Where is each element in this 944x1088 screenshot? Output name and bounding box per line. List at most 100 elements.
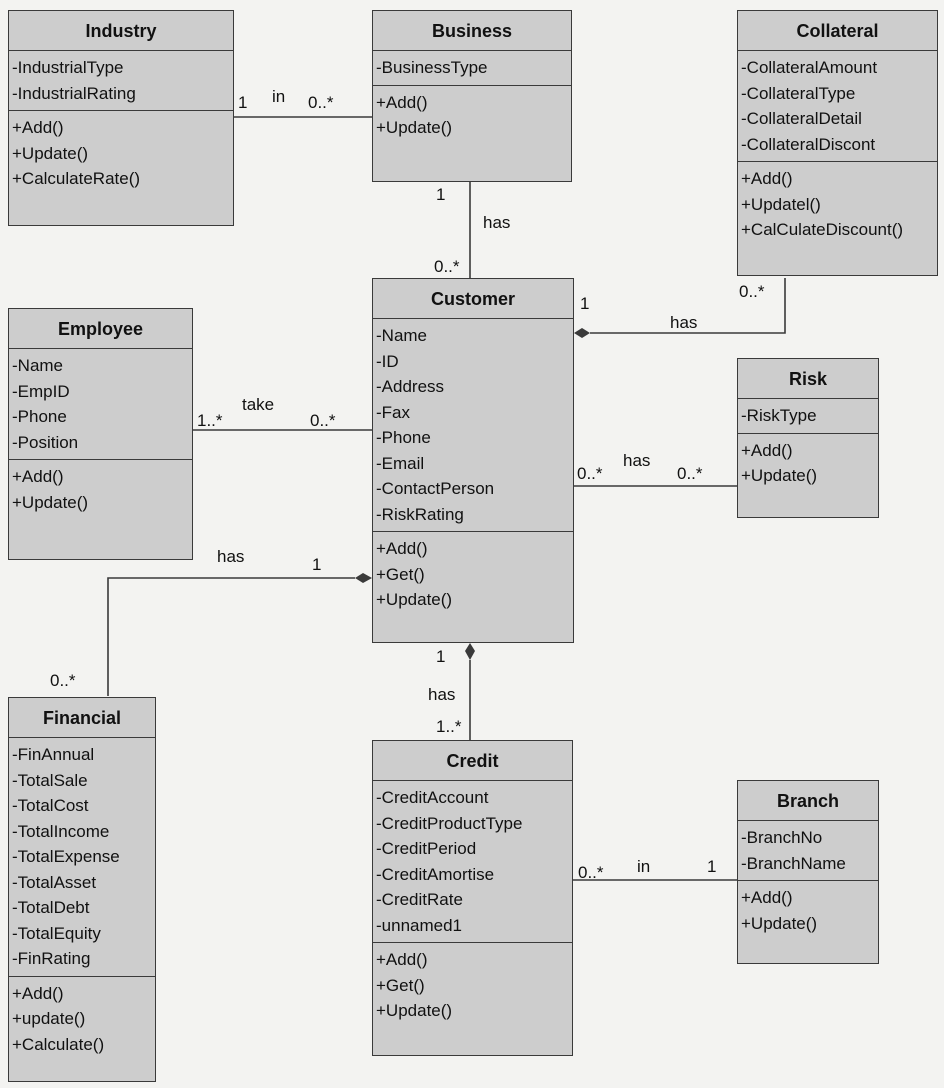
assoc-credit-branch-label: in xyxy=(637,857,651,876)
attribute: -BranchName xyxy=(741,853,846,873)
operation: +Update() xyxy=(12,143,89,163)
operation: +Update() xyxy=(741,466,818,485)
operation: +CalCulateDiscount() xyxy=(741,220,904,239)
attribute: -Address xyxy=(376,377,445,396)
operation: +Update() xyxy=(376,590,453,609)
class-branch-name: Branch xyxy=(738,781,878,821)
attribute: -BranchNo xyxy=(741,828,823,847)
operation: +Add() xyxy=(741,169,793,188)
class-branch-attributes: -BranchNo -BranchName xyxy=(738,821,878,881)
operation: +Updatel() xyxy=(741,194,821,214)
attribute: -CreditPeriod xyxy=(376,839,477,858)
attribute: -ID xyxy=(376,351,399,371)
operation: +Add() xyxy=(376,539,428,558)
assoc-financial-customer-label: has xyxy=(217,547,245,566)
class-collateral: Collateral -CollateralAmount -Collateral… xyxy=(737,10,938,276)
class-credit: Credit -CreditAccount -CreditProductType… xyxy=(372,740,573,1056)
class-financial: Financial -FinAnnual -TotalSale -TotalCo… xyxy=(8,697,156,1082)
operation: +Update() xyxy=(741,913,818,933)
attribute: -Position xyxy=(12,432,79,452)
class-customer-operations: +Add() +Get() +Update() xyxy=(373,532,573,617)
operation: +CalculateRate() xyxy=(12,169,141,188)
class-industry-name: Industry xyxy=(9,11,233,51)
class-industry-attributes: -IndustrialType -IndustrialRating xyxy=(9,51,233,111)
assoc-employee-customer-label: take xyxy=(242,395,275,414)
class-customer-attributes: -Name -ID -Address -Fax -Phone -Email -C… xyxy=(373,319,573,532)
attribute: -CollateralDiscont xyxy=(741,134,876,154)
assoc-financial-customer-end-b: 1 xyxy=(312,555,322,574)
class-industry: Industry -IndustrialType -IndustrialRati… xyxy=(8,10,234,226)
aggregation-diamond-collateral xyxy=(574,328,590,338)
aggregation-diamond-credit xyxy=(465,643,475,660)
aggregation-diamond-financial xyxy=(355,573,372,583)
assoc-industry-business-label: in xyxy=(272,87,286,106)
class-branch-operations: +Add() +Update() xyxy=(738,881,878,940)
operation: +Add() xyxy=(741,888,793,907)
attribute: -Fax xyxy=(376,402,410,422)
class-risk-name: Risk xyxy=(738,359,878,399)
operation: +Add() xyxy=(12,118,64,137)
assoc-financial-customer-end-a: 0..* xyxy=(50,671,76,690)
operation: +Add() xyxy=(376,92,428,112)
line-financial-customer xyxy=(107,577,355,696)
operation: +Get() xyxy=(376,975,425,995)
attribute: -Phone xyxy=(376,428,431,447)
attribute: -CollateralAmount xyxy=(741,58,878,77)
class-financial-name: Financial xyxy=(9,698,155,738)
class-collateral-name: Collateral xyxy=(738,11,937,51)
attribute: -BusinessType xyxy=(376,58,488,77)
class-credit-name: Credit xyxy=(373,741,572,781)
assoc-customer-credit-end-b: 1..* xyxy=(436,717,462,736)
class-financial-operations: +Add() +update() +Calculate() xyxy=(9,977,155,1062)
class-business-attributes: -BusinessType xyxy=(373,51,571,86)
operation: +Add() xyxy=(741,440,793,460)
attribute: -TotalSale xyxy=(12,770,88,790)
class-risk: Risk -RiskType +Add() +Update() xyxy=(737,358,879,518)
assoc-credit-branch-end-b: 1 xyxy=(707,857,717,876)
class-credit-attributes: -CreditAccount -CreditProductType -Credi… xyxy=(373,781,572,943)
class-collateral-attributes: -CollateralAmount -CollateralType -Colla… xyxy=(738,51,937,162)
operation: +Calculate() xyxy=(12,1034,105,1054)
attribute: -TotalExpense xyxy=(12,847,120,866)
assoc-business-customer-end-a: 1 xyxy=(436,185,446,204)
operation: +Update() xyxy=(376,118,453,137)
attribute: -Name xyxy=(376,326,428,345)
assoc-customer-risk-end-b: 0..* xyxy=(677,464,703,483)
attribute: -EmpID xyxy=(12,381,70,401)
class-branch: Branch -BranchNo -BranchName +Add() +Upd… xyxy=(737,780,879,964)
attribute: -IndustrialType xyxy=(12,58,124,77)
attribute: -unnamed1 xyxy=(376,915,463,935)
assoc-industry-business-end-a: 1 xyxy=(238,93,248,112)
assoc-collateral-customer-end-a: 0..* xyxy=(739,282,765,301)
assoc-customer-risk-label: has xyxy=(623,451,651,470)
attribute: -TotalCost xyxy=(12,796,89,815)
assoc-business-customer-end-b: 0..* xyxy=(434,257,460,276)
class-employee-attributes: -Name -EmpID -Phone -Position xyxy=(9,349,192,460)
attribute: -TotalIncome xyxy=(12,821,110,841)
attribute: -CreditAmortise xyxy=(376,864,495,884)
attribute: -CreditProductType xyxy=(376,813,523,833)
class-industry-operations: +Add() +Update() +CalculateRate() xyxy=(9,111,233,196)
class-collateral-operations: +Add() +Updatel() +CalCulateDiscount() xyxy=(738,162,937,247)
assoc-collateral-customer-end-b: 1 xyxy=(580,294,590,313)
attribute: -CreditAccount xyxy=(376,788,489,807)
attribute: -CollateralType xyxy=(741,83,856,103)
class-employee: Employee -Name -EmpID -Phone -Position +… xyxy=(8,308,193,560)
assoc-employee-customer-end-a: 1..* xyxy=(197,411,223,430)
operation: +Add() xyxy=(12,983,64,1003)
assoc-customer-credit-label: has xyxy=(428,685,456,704)
attribute: -CollateralDetail xyxy=(741,109,862,128)
attribute: -TotalDebt xyxy=(12,898,90,917)
attribute: -Phone xyxy=(12,407,67,426)
assoc-industry-business-end-b: 0..* xyxy=(308,93,334,112)
attribute: -RiskRating xyxy=(376,504,464,524)
class-business-name: Business xyxy=(373,11,571,51)
operation: +Update() xyxy=(376,1001,453,1020)
assoc-credit-branch-end-a: 0..* xyxy=(578,863,604,882)
operation: +update() xyxy=(12,1009,86,1028)
assoc-customer-risk-end-a: 0..* xyxy=(577,464,603,483)
attribute: -Name xyxy=(12,356,64,375)
class-risk-attributes: -RiskType xyxy=(738,399,878,434)
attribute: -RiskType xyxy=(741,406,817,425)
